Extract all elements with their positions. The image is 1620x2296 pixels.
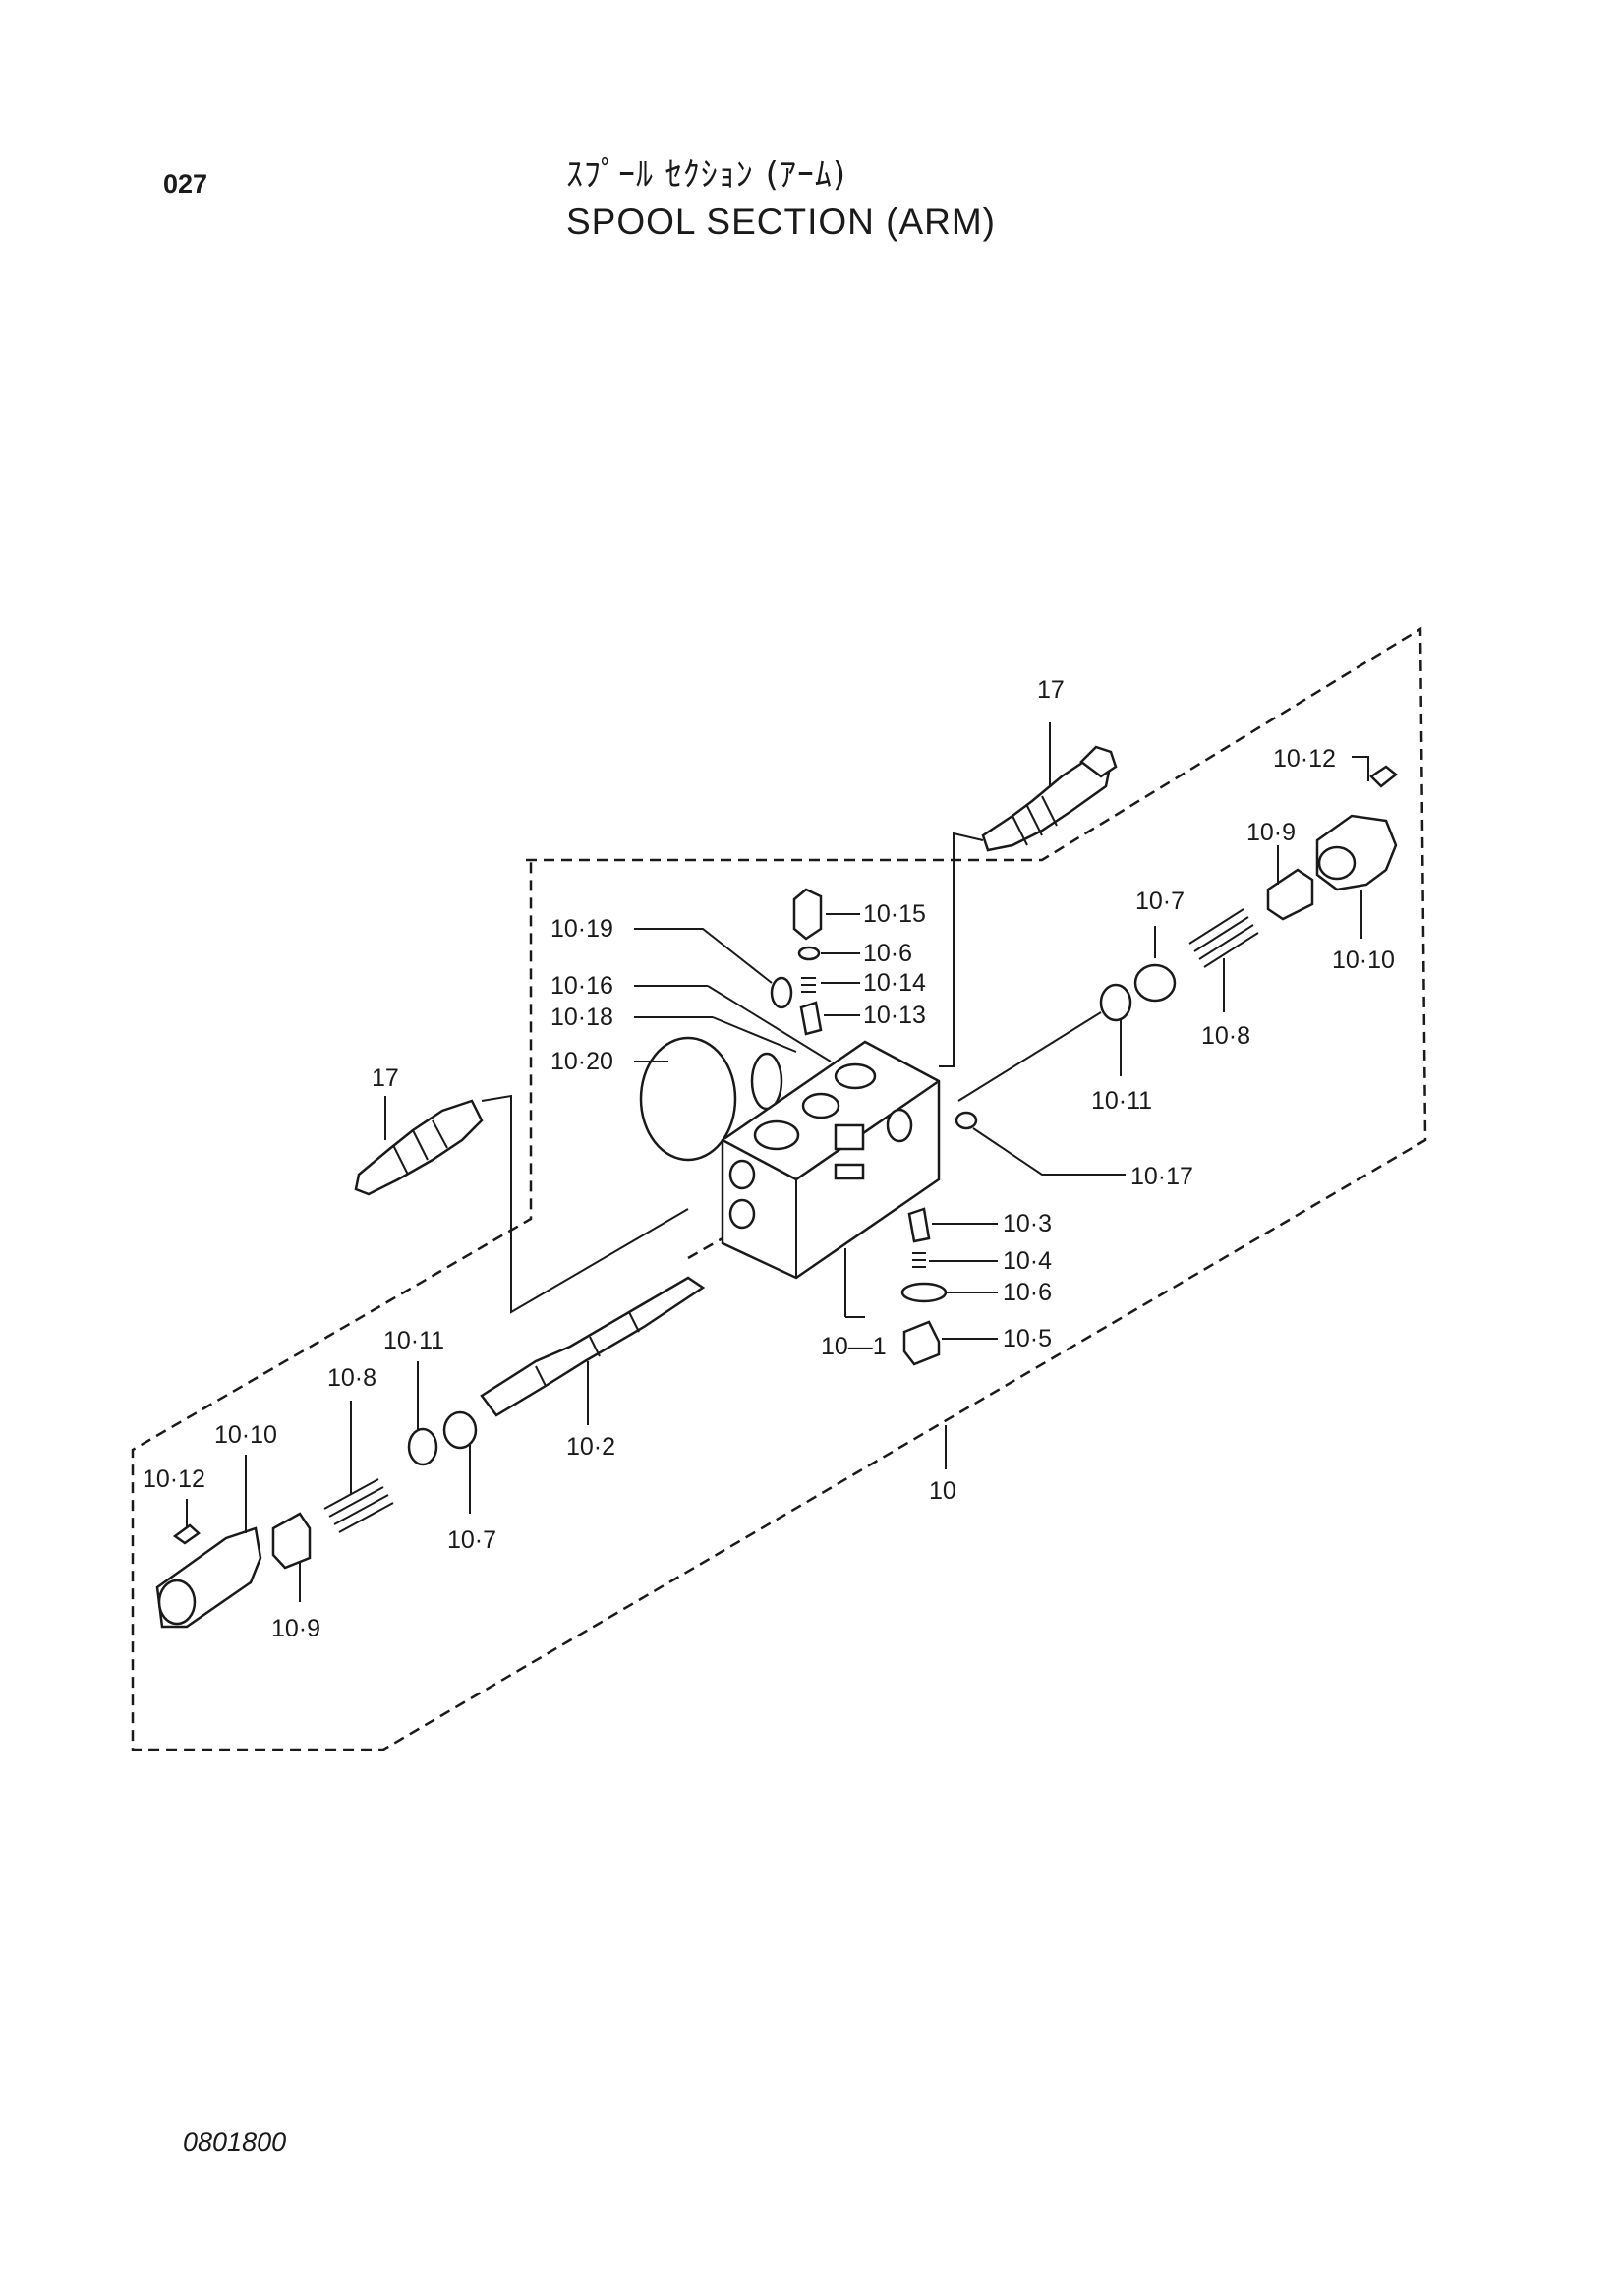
callout-spool: 10·2 <box>566 1433 615 1461</box>
left-upper-parts: 10·19 10·16 10·18 10·20 <box>550 915 832 1162</box>
lower-small-parts: 10·3 10·4 10·6 10·5 <box>900 1207 1052 1366</box>
callout-bolt-right: 10·12 <box>1273 745 1336 773</box>
document-code: 0801800 <box>183 2127 287 2156</box>
top-small-parts: 10·15 10·6 10·14 10·13 <box>792 888 926 1036</box>
callout-spring-lower: 10·4 <box>1003 1247 1052 1275</box>
page-number: 027 <box>163 169 208 199</box>
plug-1017: 10·17 <box>955 1111 1193 1190</box>
assembly-boundary <box>131 626 1427 1751</box>
relief-valve-top: 17 <box>939 676 1118 1067</box>
callout-plug-top: 10·15 <box>863 900 926 928</box>
callout-bolt-left: 10·12 <box>143 1465 205 1493</box>
assembly-callout: 10 <box>929 1425 956 1505</box>
relief-valve-left: 17 <box>354 1064 689 1314</box>
left-parts-group: 10·7 10·11 10·8 10·9 10·10 10·12 <box>143 1327 496 1642</box>
callout-spring-right: 10·8 <box>1201 1022 1250 1050</box>
callout-oring-1020: 10·20 <box>550 1048 613 1075</box>
callout-cap-right: 10·10 <box>1332 947 1395 974</box>
callout-plug-1017: 10·17 <box>1130 1163 1193 1190</box>
callout-spring-left: 10·8 <box>327 1364 376 1392</box>
callout-retainer-left: 10·7 <box>447 1526 496 1554</box>
callout-seat-left: 10·9 <box>271 1615 320 1642</box>
callout-housing: 10—1 <box>821 1333 887 1360</box>
valve-housing: 10—1 <box>721 1040 941 1360</box>
spool: 10·2 <box>480 1236 723 1461</box>
callout-retainer-right: 10·7 <box>1135 888 1185 915</box>
callout-cap-left: 10·10 <box>214 1421 277 1449</box>
callout-plug-lower: 10·5 <box>1003 1325 1052 1352</box>
callout-17-top: 17 <box>1037 676 1065 704</box>
callout-oring-lower: 10·6 <box>1003 1279 1052 1306</box>
callout-oring-right: 10·11 <box>1091 1087 1152 1115</box>
callout-oring-1019: 10·19 <box>550 915 613 943</box>
title-english: SPOOL SECTION (ARM) <box>566 201 997 242</box>
callout-oring-top: 10·6 <box>863 940 912 967</box>
callout-pin-1016: 10·16 <box>550 972 613 1000</box>
callout-oring-left: 10·11 <box>383 1327 444 1354</box>
callout-oring-1018: 10·18 <box>550 1004 613 1031</box>
title-japanese: ｽﾌﾟｰﾙ ｾｸｼｮﾝ (ｱｰﾑ) <box>566 155 847 195</box>
callout-assembly: 10 <box>929 1477 956 1505</box>
callout-poppet-lower: 10·3 <box>1003 1210 1052 1237</box>
callout-seat-right: 10·9 <box>1246 819 1296 846</box>
callout-17-left: 17 <box>372 1064 399 1092</box>
callout-spring-top: 10·14 <box>863 969 926 997</box>
callout-poppet-top: 10·13 <box>863 1002 926 1029</box>
right-parts-group: 10·12 10·10 10·9 10·8 10·7 10·11 <box>957 745 1399 1115</box>
